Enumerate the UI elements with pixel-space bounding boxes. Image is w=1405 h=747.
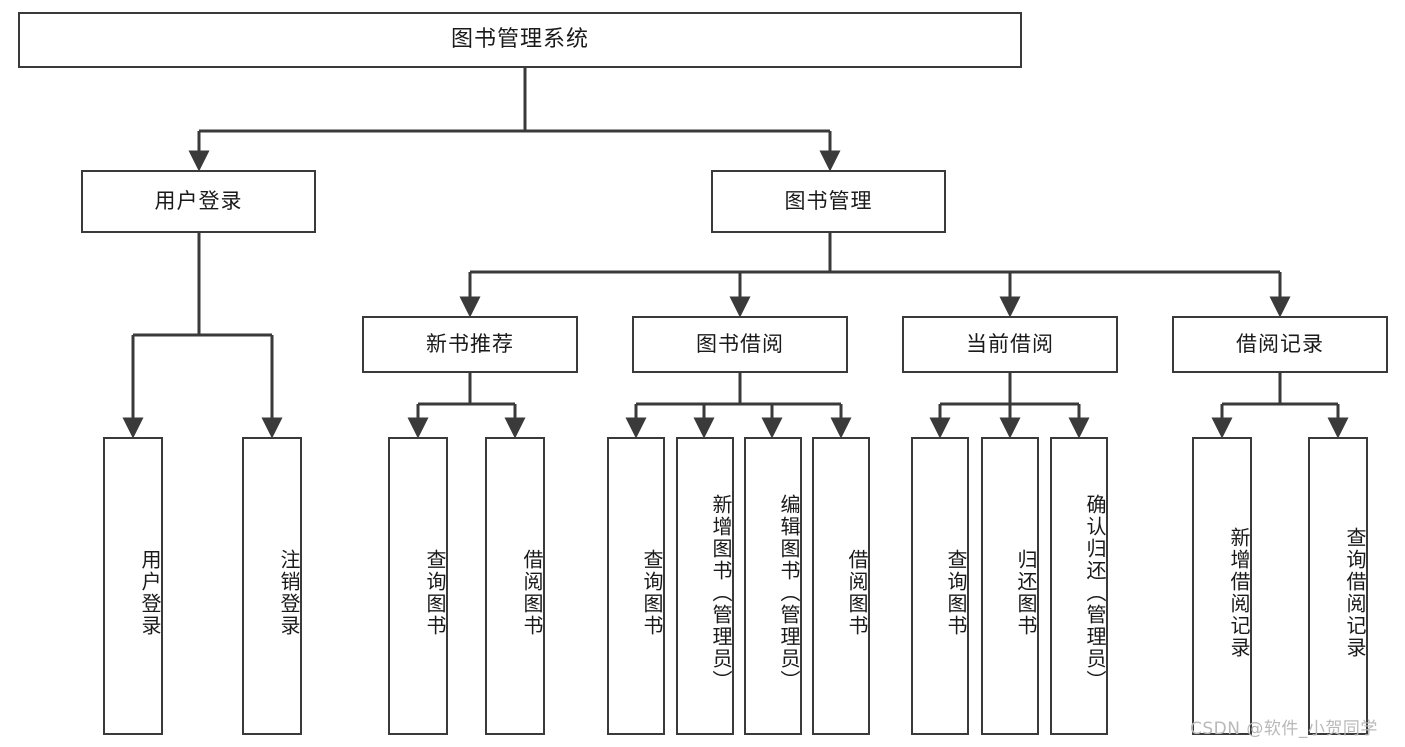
leaf-current-borrow-query[interactable]: 查询图书 <box>911 437 969 735</box>
leaf-label: 借阅图书 <box>845 549 869 637</box>
leaf-current-borrow-return[interactable]: 归还图书 <box>981 437 1039 735</box>
leaf-label: 确认归还（管理员） <box>1083 494 1107 692</box>
leaf-book-borrow-edit[interactable]: 编辑图书（管理员） <box>744 437 802 735</box>
leaf-label: 编辑图书（管理员） <box>777 494 801 692</box>
leaf-new-book-query[interactable]: 查询图书 <box>388 437 448 735</box>
node-new-book-recommend[interactable]: 新书推荐 <box>362 316 578 373</box>
leaf-book-borrow-query[interactable]: 查询图书 <box>607 437 665 735</box>
leaf-label: 归还图书 <box>1014 549 1038 637</box>
node-book-management[interactable]: 图书管理 <box>711 170 946 233</box>
leaf-label: 新增借阅记录 <box>1227 527 1251 659</box>
leaf-new-book-borrow[interactable]: 借阅图书 <box>485 437 545 735</box>
leaf-book-borrow-lend[interactable]: 借阅图书 <box>812 437 870 735</box>
leaf-label: 查询图书 <box>944 549 968 637</box>
leaf-user-login-signout[interactable]: 注销登录 <box>242 437 302 735</box>
leaf-borrow-record-add[interactable]: 新增借阅记录 <box>1192 437 1252 735</box>
leaf-current-borrow-confirm-return[interactable]: 确认归还（管理员） <box>1050 437 1108 735</box>
leaf-label: 查询图书 <box>423 549 447 637</box>
leaf-label: 查询借阅记录 <box>1343 527 1367 659</box>
csdn-watermark: CSDN @软件_小贺同学 <box>1190 719 1378 739</box>
node-current-borrow[interactable]: 当前借阅 <box>902 316 1118 373</box>
leaf-borrow-record-query[interactable]: 查询借阅记录 <box>1308 437 1368 735</box>
leaf-user-login-signin[interactable]: 用户登录 <box>103 437 163 735</box>
leaf-label: 新增图书（管理员） <box>709 494 733 692</box>
node-borrow-record[interactable]: 借阅记录 <box>1172 316 1388 373</box>
node-user-login[interactable]: 用户登录 <box>81 170 316 233</box>
node-root-system[interactable]: 图书管理系统 <box>18 12 1022 68</box>
node-book-borrow[interactable]: 图书借阅 <box>632 316 848 373</box>
leaf-label: 用户登录 <box>138 549 162 637</box>
leaf-label: 注销登录 <box>277 549 301 637</box>
leaf-label: 借阅图书 <box>520 549 544 637</box>
leaf-book-borrow-add[interactable]: 新增图书（管理员） <box>676 437 734 735</box>
leaf-label: 查询图书 <box>640 549 664 637</box>
